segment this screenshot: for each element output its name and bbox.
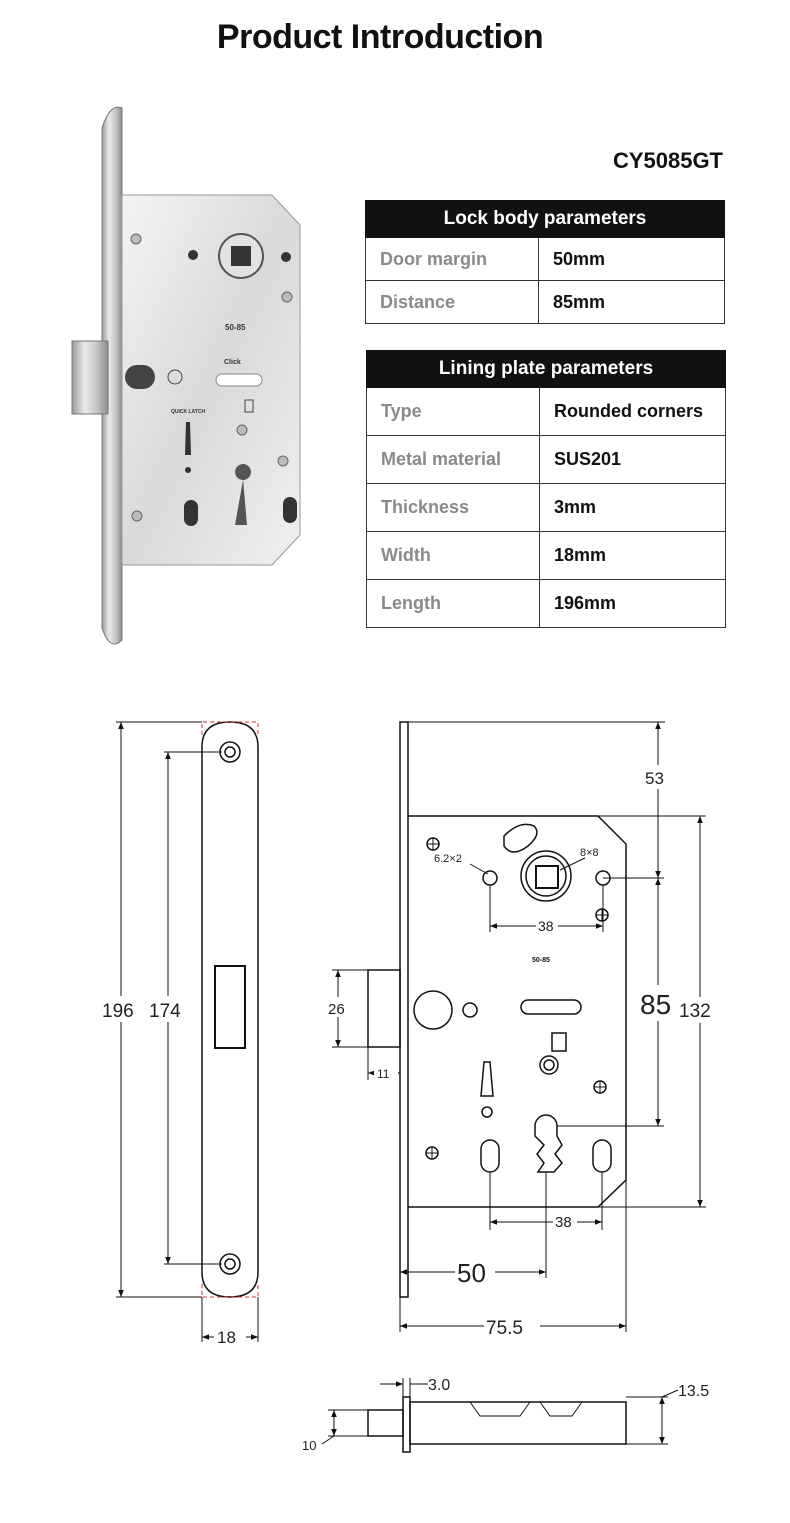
latch-hole	[125, 365, 155, 389]
faceplate-drawing	[116, 721, 259, 1342]
table-row: Width 18mm	[366, 531, 726, 580]
side-profile-drawing	[321, 1378, 679, 1453]
param-value: 18mm	[539, 531, 726, 580]
photo-faceplate	[101, 106, 123, 645]
lock-body-drawing: 50-85	[367, 721, 627, 1298]
faceplate-latch-slot	[214, 965, 246, 1049]
faceplate-outline	[201, 721, 259, 1298]
param-label: Length	[366, 579, 540, 628]
photo-latch-bolt	[71, 340, 109, 415]
photo-mark-click: Click	[224, 359, 241, 366]
param-label: Type	[366, 387, 540, 436]
body-faceplate-edge	[399, 721, 409, 1298]
dim-body-spacing-bottom: 38	[555, 1214, 572, 1231]
param-value: Rounded corners	[539, 387, 726, 436]
dim-body-spacing-top: 38	[538, 918, 554, 934]
dim-body-latch-depth: 11	[377, 1067, 390, 1081]
body-dimension-lines	[332, 721, 706, 1332]
lock-body-table: Lock body parameters Door margin 50mm Di…	[365, 200, 725, 324]
param-label: Door margin	[365, 237, 539, 281]
dim-side-thickness: 13.5	[678, 1383, 709, 1400]
body-latch	[367, 969, 401, 1048]
table-row: Distance 85mm	[365, 280, 725, 324]
body-keyhole	[534, 1114, 563, 1173]
dim-body-spindle: 8×8	[580, 847, 599, 859]
body-case-outline	[408, 815, 627, 1208]
dim-body-width: 75.5	[486, 1318, 523, 1339]
photo-lock-case	[121, 194, 301, 566]
photo-mark-quick: QUICK LATCH	[171, 409, 205, 415]
param-label: Thickness	[366, 483, 540, 532]
param-value: 196mm	[539, 579, 726, 628]
dim-faceplate-holes: 174	[149, 1001, 181, 1022]
body-mark-distance: 50-85	[532, 957, 550, 964]
dim-side-plate: 3.0	[428, 1377, 450, 1394]
param-value: SUS201	[539, 435, 726, 484]
dim-faceplate-width: 18	[217, 1328, 236, 1347]
table-row: Thickness 3mm	[366, 483, 726, 532]
table-row: Length 196mm	[366, 579, 726, 628]
dim-body-height: 132	[679, 1001, 711, 1022]
photo-keyhole	[235, 464, 252, 525]
table-row: Metal material SUS201	[366, 435, 726, 484]
param-label: Metal material	[366, 435, 540, 484]
dim-body-backset: 50	[457, 1258, 486, 1288]
lining-plate-heading: Lining plate parameters	[366, 350, 726, 388]
lining-plate-table: Lining plate parameters Type Rounded cor…	[366, 350, 726, 628]
param-label: Width	[366, 531, 540, 580]
page-title: Product Introduction	[216, 18, 544, 56]
photo-mark-distance: 50-85	[225, 323, 246, 332]
dim-body-distance: 85	[640, 989, 671, 1020]
param-value: 3mm	[539, 483, 726, 532]
dim-body-hole: 6.2×2	[434, 853, 462, 865]
lock-body-heading: Lock body parameters	[365, 200, 725, 238]
dim-faceplate-total: 196	[102, 1001, 134, 1022]
dim-body-top: 53	[645, 769, 664, 788]
model-number: CY5085GT	[612, 148, 723, 173]
table-row: Type Rounded corners	[366, 387, 726, 436]
param-value: 85mm	[538, 280, 725, 324]
dim-side-latch: 10	[302, 1438, 316, 1453]
dim-body-latch: 26	[328, 1001, 345, 1018]
param-label: Distance	[365, 280, 539, 324]
lock-photo: 50-85 Click QUICK LATCH	[71, 106, 301, 645]
spindle-hole	[231, 246, 251, 266]
